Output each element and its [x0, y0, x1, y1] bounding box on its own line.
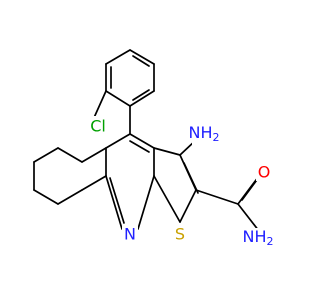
- bond: [57, 147, 83, 163]
- bond: [129, 49, 155, 65]
- bond: [129, 133, 155, 149]
- bond: [33, 147, 59, 163]
- bond: [92, 90, 107, 121]
- bond: [105, 90, 131, 107]
- bond: [237, 203, 260, 232]
- bond: [132, 55, 150, 67]
- molecule-diagram: Cl NH2 O N S NH2: [33, 49, 281, 248]
- bond: [183, 162, 199, 194]
- bond: [179, 189, 197, 223]
- bond: [153, 175, 181, 223]
- bond: [132, 89, 150, 101]
- amide-nh2-label: NH2: [243, 227, 274, 248]
- bond: [129, 140, 150, 153]
- amino-group-label: NH2: [189, 123, 220, 144]
- bond: [105, 133, 131, 149]
- bond: [153, 147, 181, 156]
- chlorine-label: Cl: [90, 117, 106, 136]
- amino-subscript: 2: [213, 131, 220, 144]
- amide-nh: NH: [243, 227, 267, 246]
- bond: [105, 49, 131, 65]
- bond: [109, 177, 125, 224]
- bond: [137, 175, 155, 230]
- bond: [57, 189, 83, 205]
- pyridine-nitrogen-label: N: [124, 225, 136, 244]
- bond: [129, 90, 155, 107]
- oxygen-label: O: [258, 163, 271, 182]
- atom-label-layer: Cl NH2 O N S NH2: [88, 116, 281, 248]
- bond: [105, 175, 123, 230]
- bond: [195, 189, 239, 205]
- bond: [81, 147, 107, 163]
- bond-layer: [33, 49, 263, 232]
- amide-subscript: 2: [267, 235, 274, 248]
- bond: [33, 189, 59, 205]
- sulfur-label: S: [175, 225, 185, 244]
- amino-nh: NH: [189, 123, 213, 142]
- bond: [81, 175, 107, 191]
